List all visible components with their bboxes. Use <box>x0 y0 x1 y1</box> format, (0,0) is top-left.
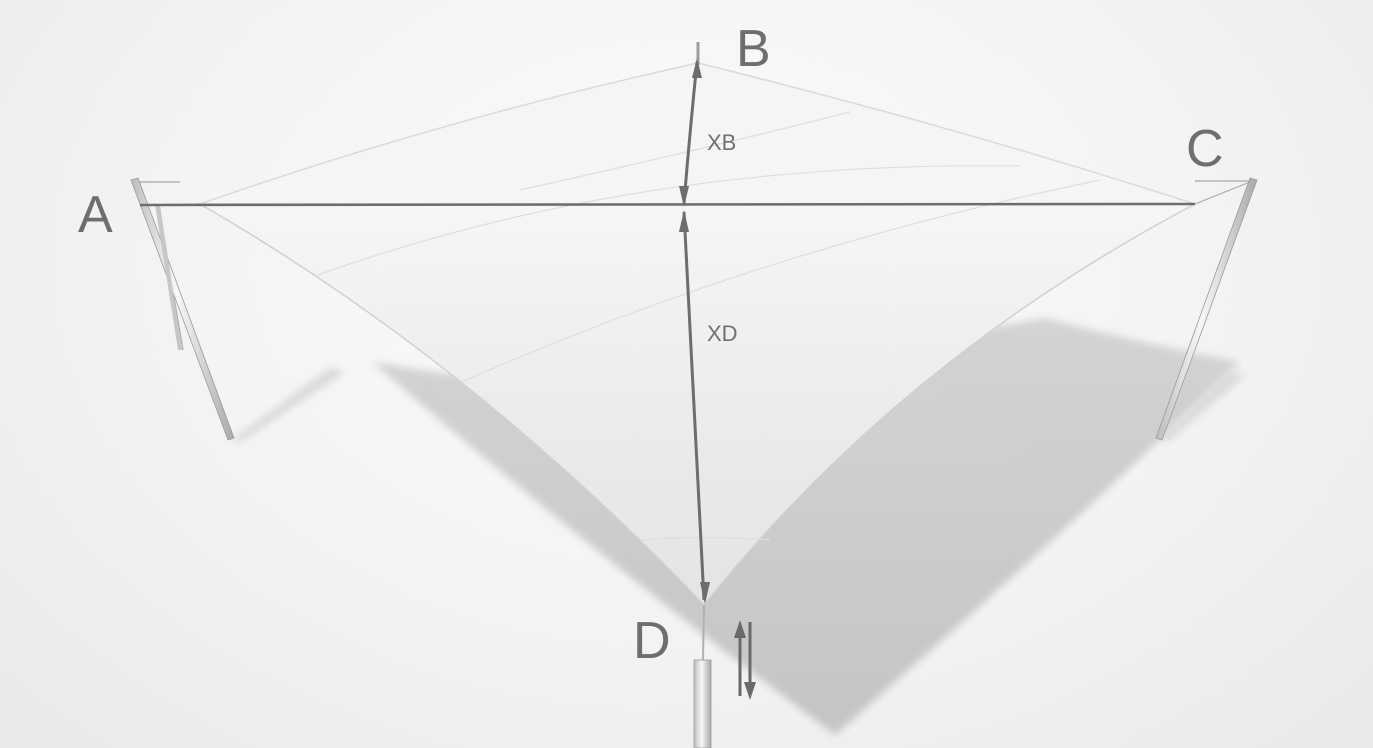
sail-seams <box>317 111 1101 541</box>
post-d-cable <box>702 604 705 661</box>
post-c-shadow <box>1160 372 1245 442</box>
measure-line-xd <box>682 211 706 601</box>
dimension-label-xd: XD <box>707 321 738 346</box>
measure-line-ac <box>139 202 1196 207</box>
post-c <box>1155 177 1258 441</box>
arrow-d-bottom <box>700 582 710 604</box>
corner-label-b: B <box>736 20 771 78</box>
arrow-xd-top <box>679 210 689 232</box>
arrow-b-top <box>692 58 702 78</box>
post-d <box>693 659 712 748</box>
sail-front <box>197 203 1196 607</box>
corner-label-c: C <box>1186 120 1224 178</box>
corner-label-a: A <box>78 186 113 244</box>
corner-label-d: D <box>633 612 671 670</box>
arrow-xb-bottom <box>679 186 689 207</box>
post-a-shadow <box>232 368 345 442</box>
dimension-label-xb: XB <box>707 130 736 155</box>
post-a-brace <box>155 204 182 350</box>
sail-back <box>199 62 1196 205</box>
post-a <box>130 177 235 441</box>
height-adjust-arrows <box>734 620 756 700</box>
